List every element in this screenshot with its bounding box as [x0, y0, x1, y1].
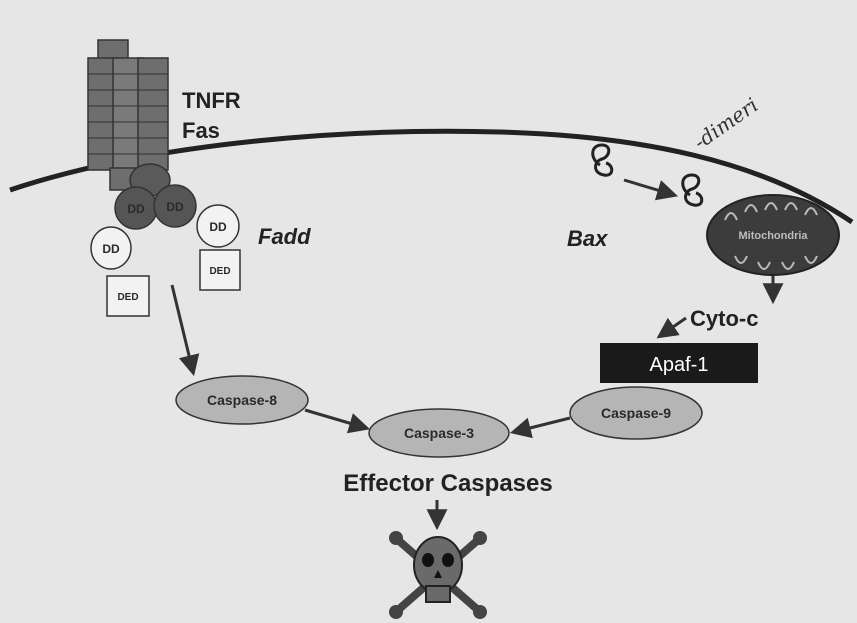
- caspase9-to-caspase3-arrow: [514, 418, 570, 432]
- receptor-label-fas: Fas: [182, 118, 220, 143]
- caspase8-label: Caspase-8: [207, 392, 277, 408]
- bax-translocation-arrow: [624, 180, 674, 195]
- fadd-to-caspase8-arrow: [172, 285, 193, 372]
- cytoc-to-apaf-arrow: [660, 318, 686, 336]
- caspase9-label: Caspase-9: [601, 405, 671, 421]
- receptor-dd-right-label: DD: [166, 200, 184, 214]
- handwritten-annotation: -dimeri: [689, 93, 762, 154]
- receptor-dd-left-label: DD: [127, 202, 145, 216]
- bax-label: Bax: [567, 226, 608, 251]
- mitochondrion: Mitochondria: [707, 195, 839, 275]
- fadd-label: Fadd: [258, 224, 311, 249]
- fadd-dd-left-label: DD: [102, 242, 120, 256]
- mitochondrion-label: Mitochondria: [738, 230, 808, 242]
- fadd-dd-right-label: DD: [209, 220, 227, 234]
- skull-crossbones-icon: [389, 531, 487, 619]
- caspase3-label: Caspase-3: [404, 425, 474, 441]
- receptor-label-tnfr: TNFR: [182, 88, 241, 113]
- fadd-ded-right-label: DED: [209, 266, 230, 277]
- fadd-ded-left-label: DED: [117, 292, 138, 303]
- effector-caspases-label: Effector Caspases: [343, 470, 552, 497]
- caspase8-to-caspase3-arrow: [305, 410, 366, 428]
- cytoc-label: Cyto-c: [690, 306, 758, 331]
- apaf1-label: Apaf-1: [650, 354, 709, 376]
